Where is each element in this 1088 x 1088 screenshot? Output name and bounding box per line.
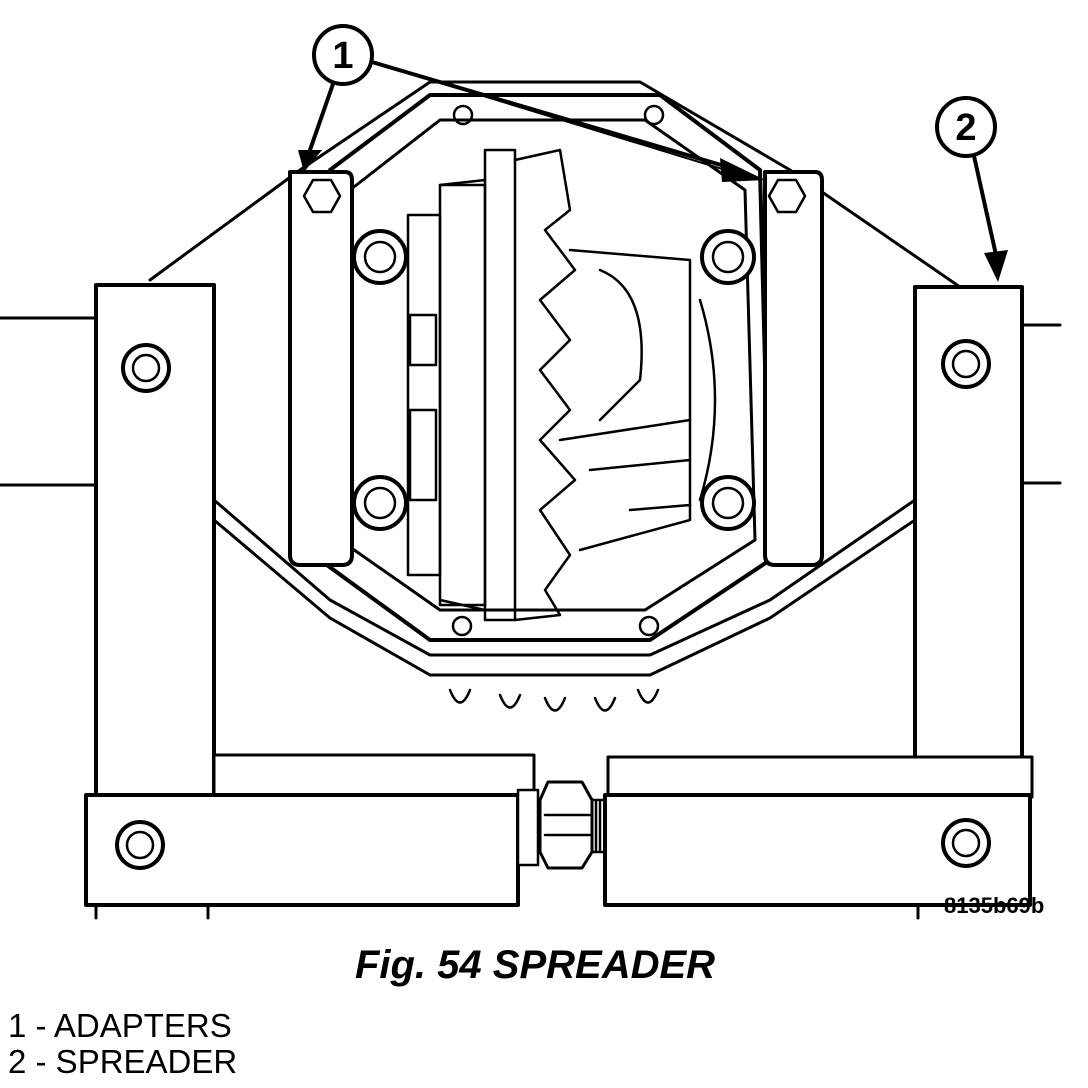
callout-1: 1 [298,24,765,182]
differential-housing [148,80,962,712]
callout-2-number: 2 [955,107,976,149]
ring-gear [406,148,717,622]
cover-bolts [300,104,813,637]
left-adapter [288,170,408,567]
legend-item-spreader: 2 - SPREADER [8,1043,238,1080]
figure-caption: Fig. 54 SPREADER [354,943,716,987]
spreader-diagram: 1 2 [0,24,1062,920]
figure-reference-code: 8135b69b [944,893,1045,918]
axle-tubes [0,316,1062,487]
spreader-tool [84,283,1034,920]
right-adapter [700,170,824,567]
callout-2: 2 [935,96,1008,282]
callout-1-number: 1 [332,35,353,77]
legend-item-adapters: 1 - ADAPTERS [8,1007,232,1044]
housing-fins [448,688,660,712]
adjusting-screw [538,780,607,870]
legend: 1 - ADAPTERS 2 - SPREADER [8,1008,237,1080]
